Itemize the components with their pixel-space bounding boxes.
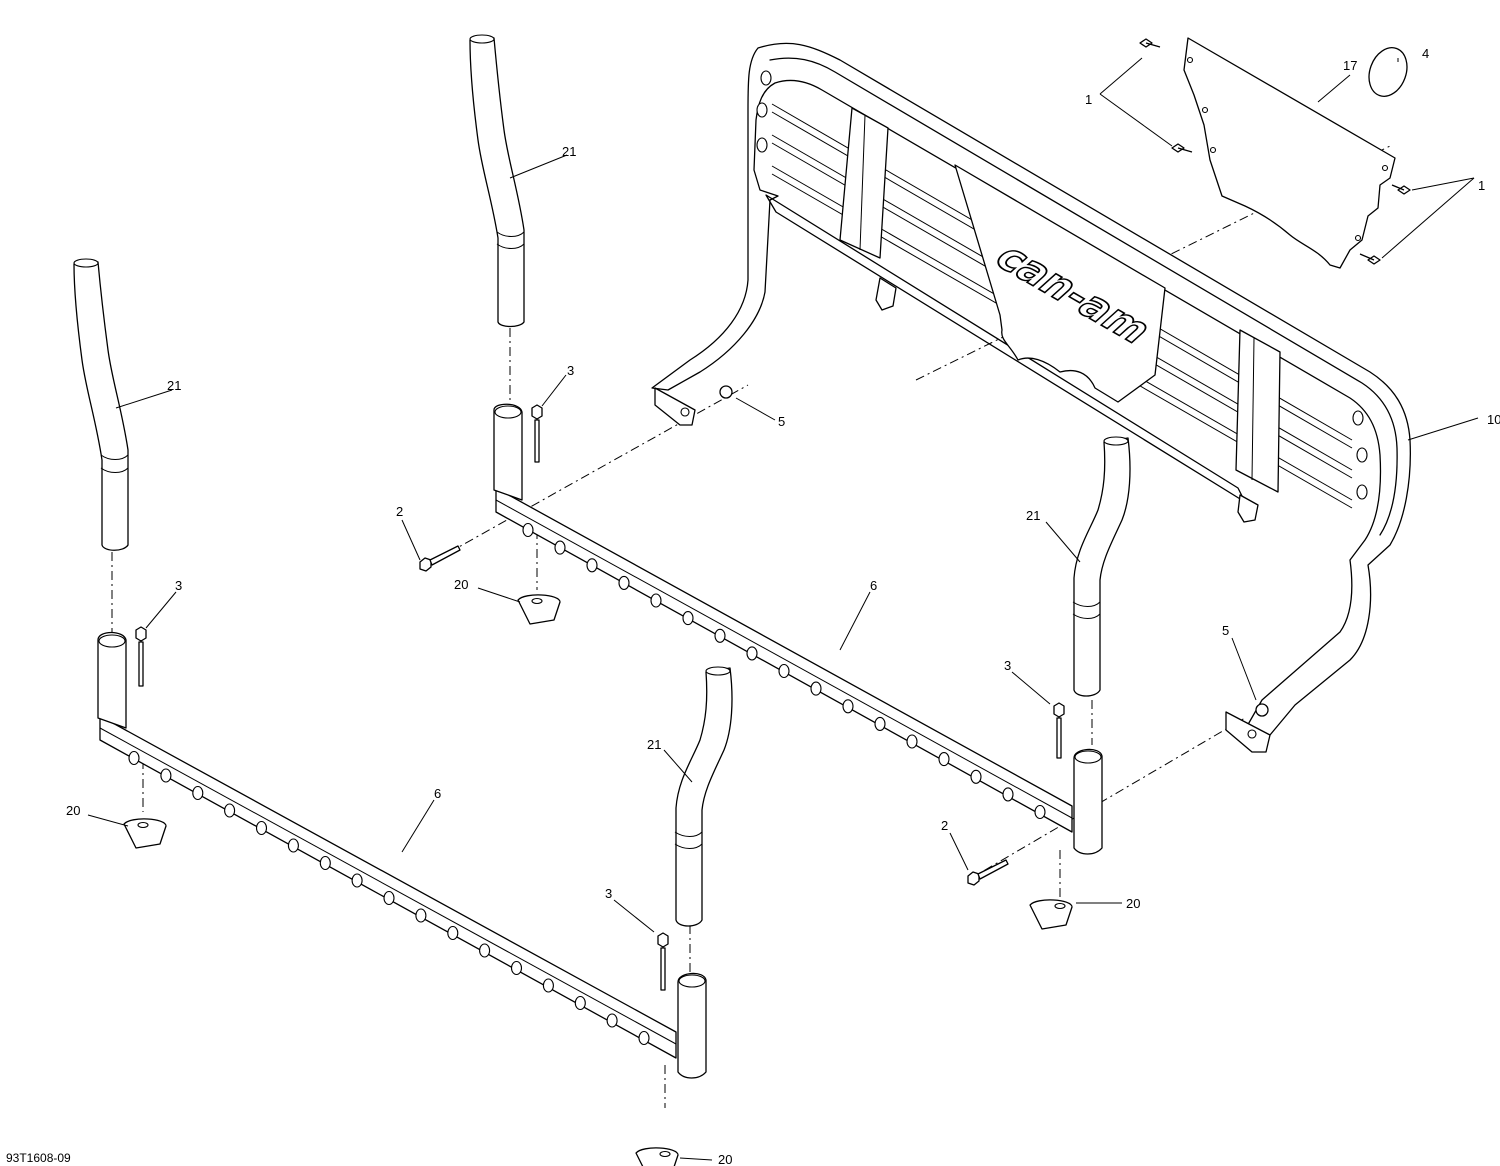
callout-4: 4 bbox=[1422, 46, 1429, 61]
callout-1b: 1 bbox=[1478, 178, 1485, 193]
rail-hole bbox=[542, 978, 554, 993]
spacers-part-20 bbox=[123, 594, 1073, 1166]
rail-hole bbox=[447, 925, 459, 941]
rail-hole bbox=[938, 752, 950, 767]
callout-21c: 21 bbox=[1026, 508, 1040, 523]
callout-21b: 21 bbox=[167, 378, 181, 393]
rail-hole bbox=[255, 820, 268, 836]
logo-backing-plate bbox=[1183, 37, 1396, 269]
rail-holes-upper bbox=[522, 522, 1046, 820]
leader-lines bbox=[87, 57, 1479, 1161]
callout-6b: 6 bbox=[434, 786, 441, 801]
callout-6a: 6 bbox=[870, 578, 877, 593]
nut-part-5-lower bbox=[1255, 703, 1269, 717]
callout-3b: 3 bbox=[175, 578, 182, 593]
rail-hole bbox=[970, 769, 982, 784]
rail-hole bbox=[810, 681, 822, 696]
round-decal bbox=[1368, 47, 1408, 97]
rail-hole bbox=[682, 611, 694, 626]
callout-20b: 20 bbox=[66, 803, 80, 818]
rail-hole bbox=[1002, 787, 1014, 802]
rail-hole bbox=[714, 628, 726, 643]
rail-hole bbox=[510, 960, 523, 976]
rail-hole bbox=[351, 873, 363, 888]
nut-part-5-upper bbox=[719, 385, 733, 399]
upright-post-4 bbox=[674, 666, 733, 927]
rail-hole bbox=[586, 558, 598, 573]
rail-hole bbox=[574, 995, 586, 1011]
callout-5a: 5 bbox=[778, 414, 785, 429]
rail-hole bbox=[906, 734, 918, 749]
upright-post-2 bbox=[73, 258, 129, 551]
rail-hole bbox=[618, 575, 630, 590]
rail-hole bbox=[128, 750, 140, 766]
rail-hole bbox=[522, 522, 534, 538]
callout-21d: 21 bbox=[647, 737, 661, 752]
callout-5b: 5 bbox=[1222, 623, 1229, 638]
rail-hole bbox=[160, 768, 172, 783]
callout-labels: 1 1 17 4 10 5 5 21 21 21 21 3 3 3 3 2 2 … bbox=[66, 46, 1500, 1166]
callout-3d: 3 bbox=[605, 886, 612, 901]
callout-20d: 20 bbox=[718, 1152, 732, 1166]
rail-hole bbox=[778, 663, 790, 679]
drawing-id: 93T1608-09 bbox=[6, 1151, 71, 1165]
callout-2b: 2 bbox=[941, 818, 948, 833]
callout-20a: 20 bbox=[454, 577, 468, 592]
bolts-part-2 bbox=[419, 545, 1009, 886]
upright-post-1 bbox=[469, 34, 525, 328]
rail-hole bbox=[1034, 804, 1046, 820]
callout-2a: 2 bbox=[396, 504, 403, 519]
callout-10: 10 bbox=[1487, 412, 1500, 427]
bolts-part-3 bbox=[135, 404, 1065, 991]
callout-20c: 20 bbox=[1126, 896, 1140, 911]
rail-hole bbox=[842, 699, 854, 714]
rail-holes-lower bbox=[128, 750, 650, 1046]
callout-3c: 3 bbox=[1004, 658, 1011, 673]
backrest-frame: can-am bbox=[651, 42, 1411, 753]
rail-hole bbox=[319, 855, 331, 871]
upright-post-3 bbox=[1072, 436, 1131, 697]
support-rail-lower bbox=[97, 631, 707, 1079]
rail-hole bbox=[287, 838, 299, 853]
callout-17: 17 bbox=[1343, 58, 1357, 73]
rail-hole bbox=[638, 1030, 650, 1046]
rail-hole bbox=[479, 943, 491, 958]
rail-hole bbox=[415, 908, 427, 923]
callout-3a: 3 bbox=[567, 363, 574, 378]
callout-1a: 1 bbox=[1085, 92, 1092, 107]
rail-hole bbox=[224, 803, 236, 818]
rail-hole bbox=[606, 1013, 618, 1028]
callout-21a: 21 bbox=[562, 144, 576, 159]
rail-hole bbox=[554, 540, 566, 555]
rail-hole bbox=[383, 890, 395, 906]
rail-hole bbox=[874, 716, 886, 731]
support-rail-upper bbox=[493, 403, 1103, 855]
rail-hole bbox=[650, 593, 662, 608]
rail-hole bbox=[192, 785, 204, 801]
screws-part-1 bbox=[1139, 38, 1411, 265]
rail-hole bbox=[746, 646, 758, 661]
